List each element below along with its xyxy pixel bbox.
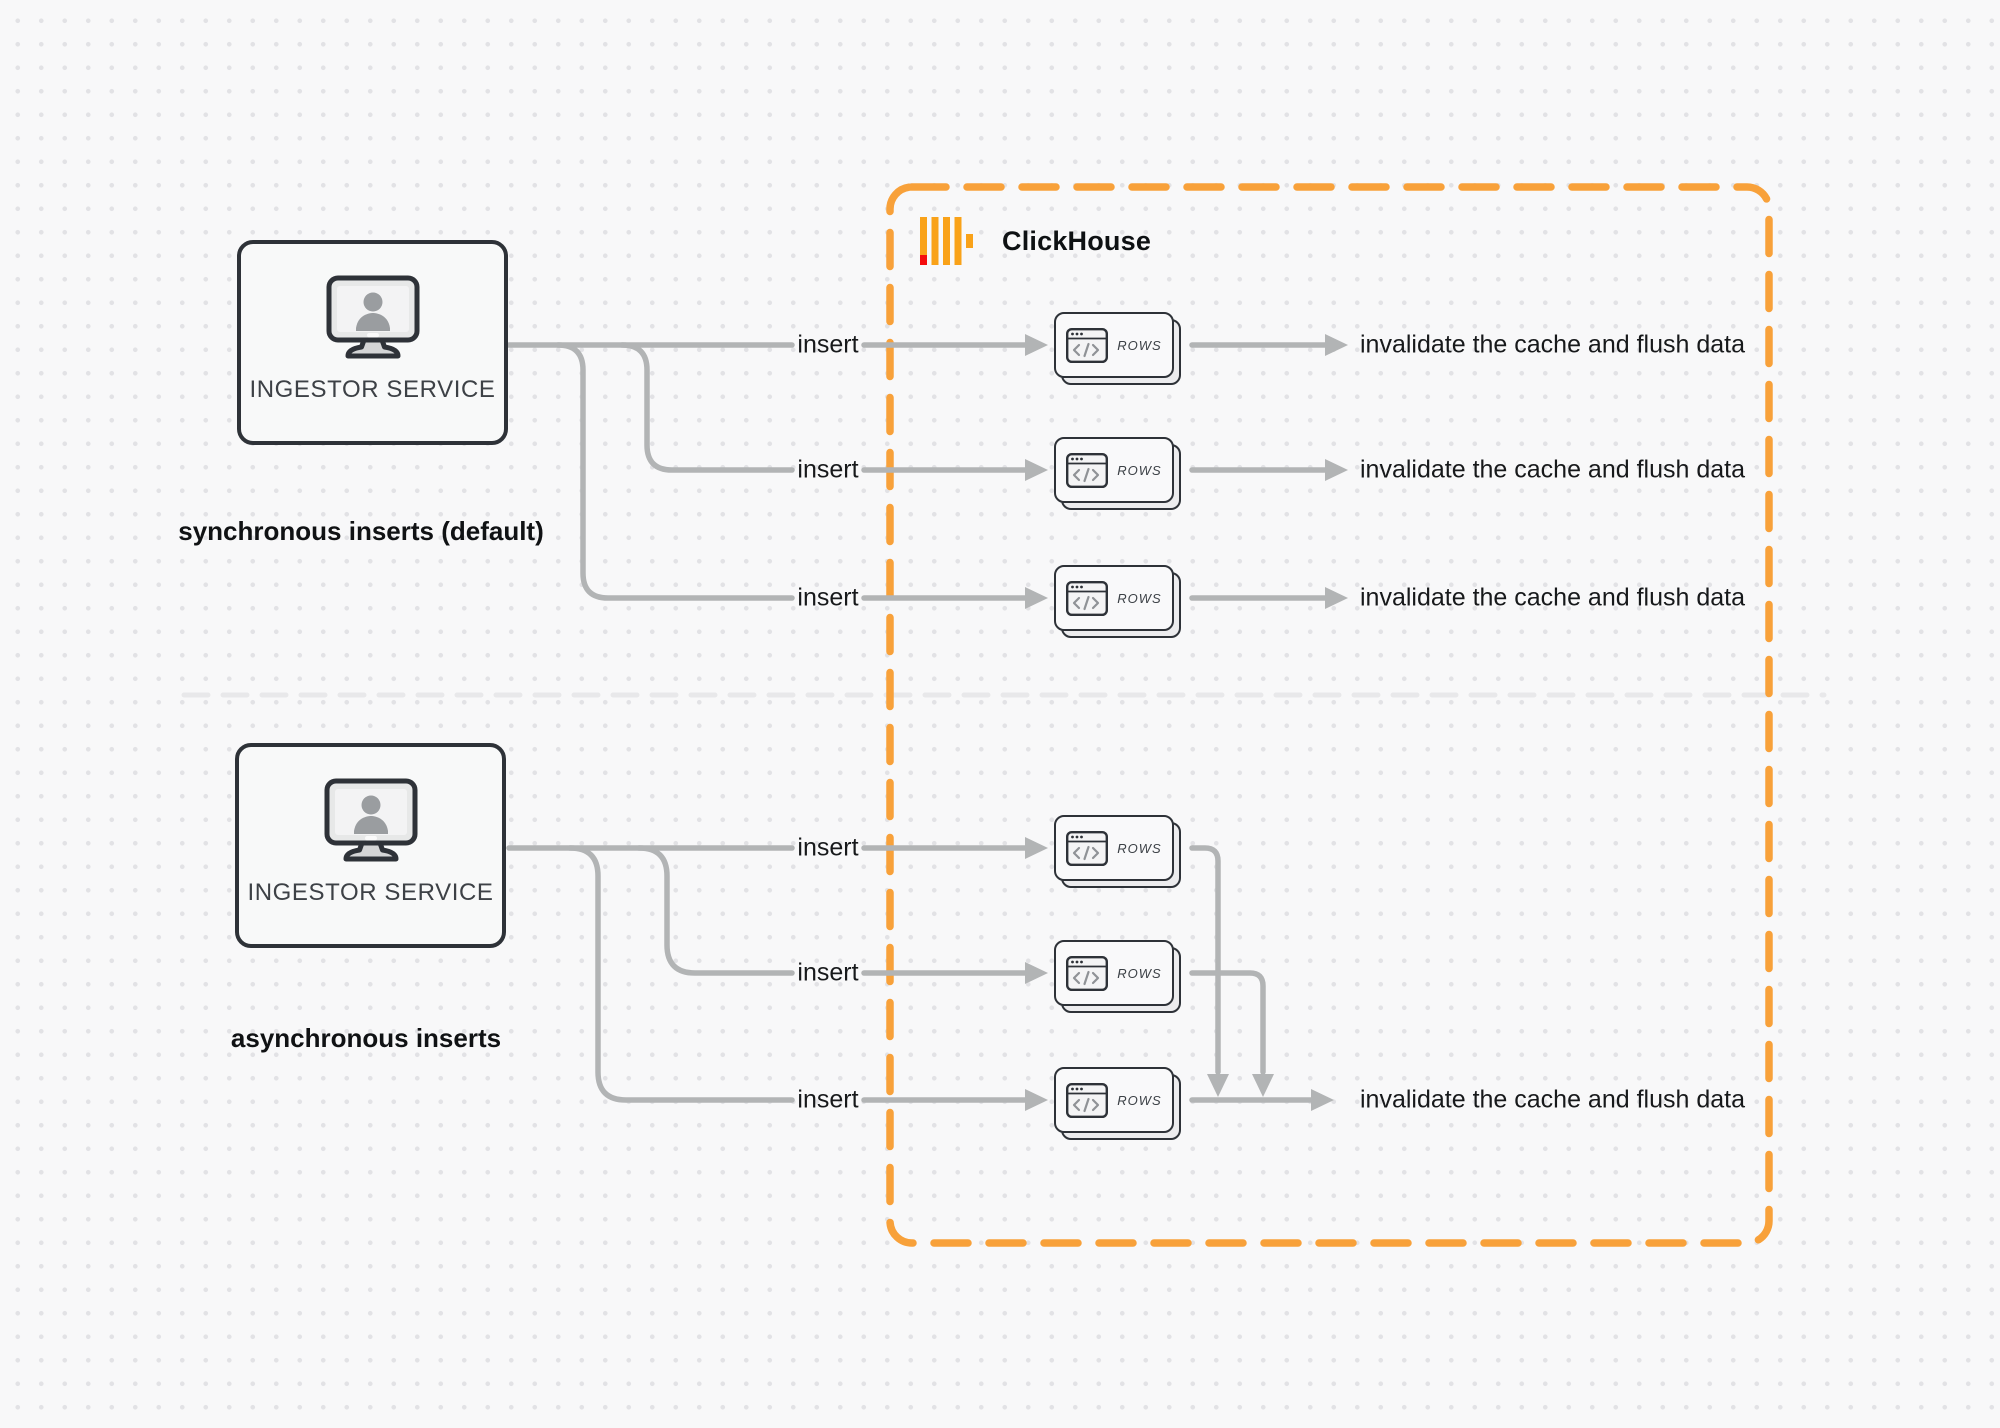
monitor-user-icon bbox=[324, 778, 417, 862]
rows-card: ROWS bbox=[1054, 940, 1174, 1006]
insert-label: insert bbox=[797, 583, 859, 612]
rows-card: ROWS bbox=[1054, 565, 1174, 631]
code-window-icon bbox=[1066, 327, 1109, 363]
async-section-caption: asynchronous inserts bbox=[230, 1023, 502, 1053]
monitor-user-icon bbox=[326, 275, 419, 359]
code-window-icon bbox=[1066, 1082, 1109, 1118]
code-window-icon bbox=[1066, 580, 1109, 616]
arrowhead bbox=[1325, 334, 1348, 356]
invalidate-label: invalidate the cache and flush data bbox=[1360, 330, 1745, 359]
insert-label: insert bbox=[797, 958, 859, 987]
insert-label: insert bbox=[797, 455, 859, 484]
arrowhead bbox=[1025, 587, 1048, 609]
invalidate-label: invalidate the cache and flush data bbox=[1360, 455, 1745, 484]
arrowhead bbox=[1325, 459, 1348, 481]
insert-label: insert bbox=[797, 330, 859, 359]
async-merge-line-2 bbox=[1189, 970, 1266, 1075]
arrowhead bbox=[1025, 1089, 1048, 1111]
insert-label: insert bbox=[797, 833, 859, 862]
code-window-icon bbox=[1066, 830, 1109, 866]
arrowhead bbox=[1311, 1089, 1334, 1111]
rows-node: ROWS bbox=[1054, 437, 1181, 510]
rows-node: ROWS bbox=[1054, 1067, 1181, 1140]
rows-node: ROWS bbox=[1054, 312, 1181, 385]
clickhouse-title: ClickHouse bbox=[1002, 225, 1152, 256]
arrowhead-down bbox=[1252, 1074, 1274, 1097]
arrowhead bbox=[1325, 587, 1348, 609]
rows-node: ROWS bbox=[1054, 940, 1181, 1013]
arrowhead bbox=[1025, 962, 1048, 984]
arrowhead bbox=[1025, 334, 1048, 356]
rows-label: ROWS bbox=[1117, 590, 1162, 606]
rows-label: ROWS bbox=[1117, 840, 1162, 856]
rows-label: ROWS bbox=[1117, 462, 1162, 478]
sync-branch-to-row3 bbox=[555, 342, 795, 601]
arrowhead bbox=[1025, 459, 1048, 481]
async-branch-to-row3 bbox=[567, 845, 795, 1103]
insert-label: insert bbox=[797, 1085, 859, 1114]
invalidate-label: invalidate the cache and flush data bbox=[1360, 583, 1745, 612]
arrowhead-down bbox=[1207, 1074, 1229, 1097]
ingestor-service-label: INGESTOR SERVICE bbox=[249, 376, 496, 403]
rows-card: ROWS bbox=[1054, 312, 1174, 378]
invalidate-label: invalidate the cache and flush data bbox=[1360, 1085, 1745, 1114]
sync-section-caption: synchronous inserts (default) bbox=[178, 516, 544, 546]
rows-node: ROWS bbox=[1054, 565, 1181, 638]
rows-card: ROWS bbox=[1054, 1067, 1174, 1133]
clickhouse-brand: ClickHouse bbox=[920, 215, 1151, 267]
rows-card: ROWS bbox=[1054, 437, 1174, 503]
ingestor-service-box-async: INGESTOR SERVICE bbox=[235, 743, 506, 948]
async-branch-to-row2 bbox=[636, 845, 795, 976]
rows-node: ROWS bbox=[1054, 815, 1181, 888]
ingestor-service-label: INGESTOR SERVICE bbox=[247, 879, 494, 906]
rows-label: ROWS bbox=[1117, 965, 1162, 981]
async-merge-line-1 bbox=[1189, 845, 1221, 1075]
clickhouse-logo-icon bbox=[920, 217, 973, 265]
rows-label: ROWS bbox=[1117, 337, 1162, 353]
ingestor-service-box-sync: INGESTOR SERVICE bbox=[237, 240, 508, 445]
arrowhead bbox=[1025, 837, 1048, 859]
code-window-icon bbox=[1066, 452, 1109, 488]
rows-label: ROWS bbox=[1117, 1092, 1162, 1108]
sync-branch-to-row2 bbox=[619, 342, 795, 473]
code-window-icon bbox=[1066, 955, 1109, 991]
rows-card: ROWS bbox=[1054, 815, 1174, 881]
